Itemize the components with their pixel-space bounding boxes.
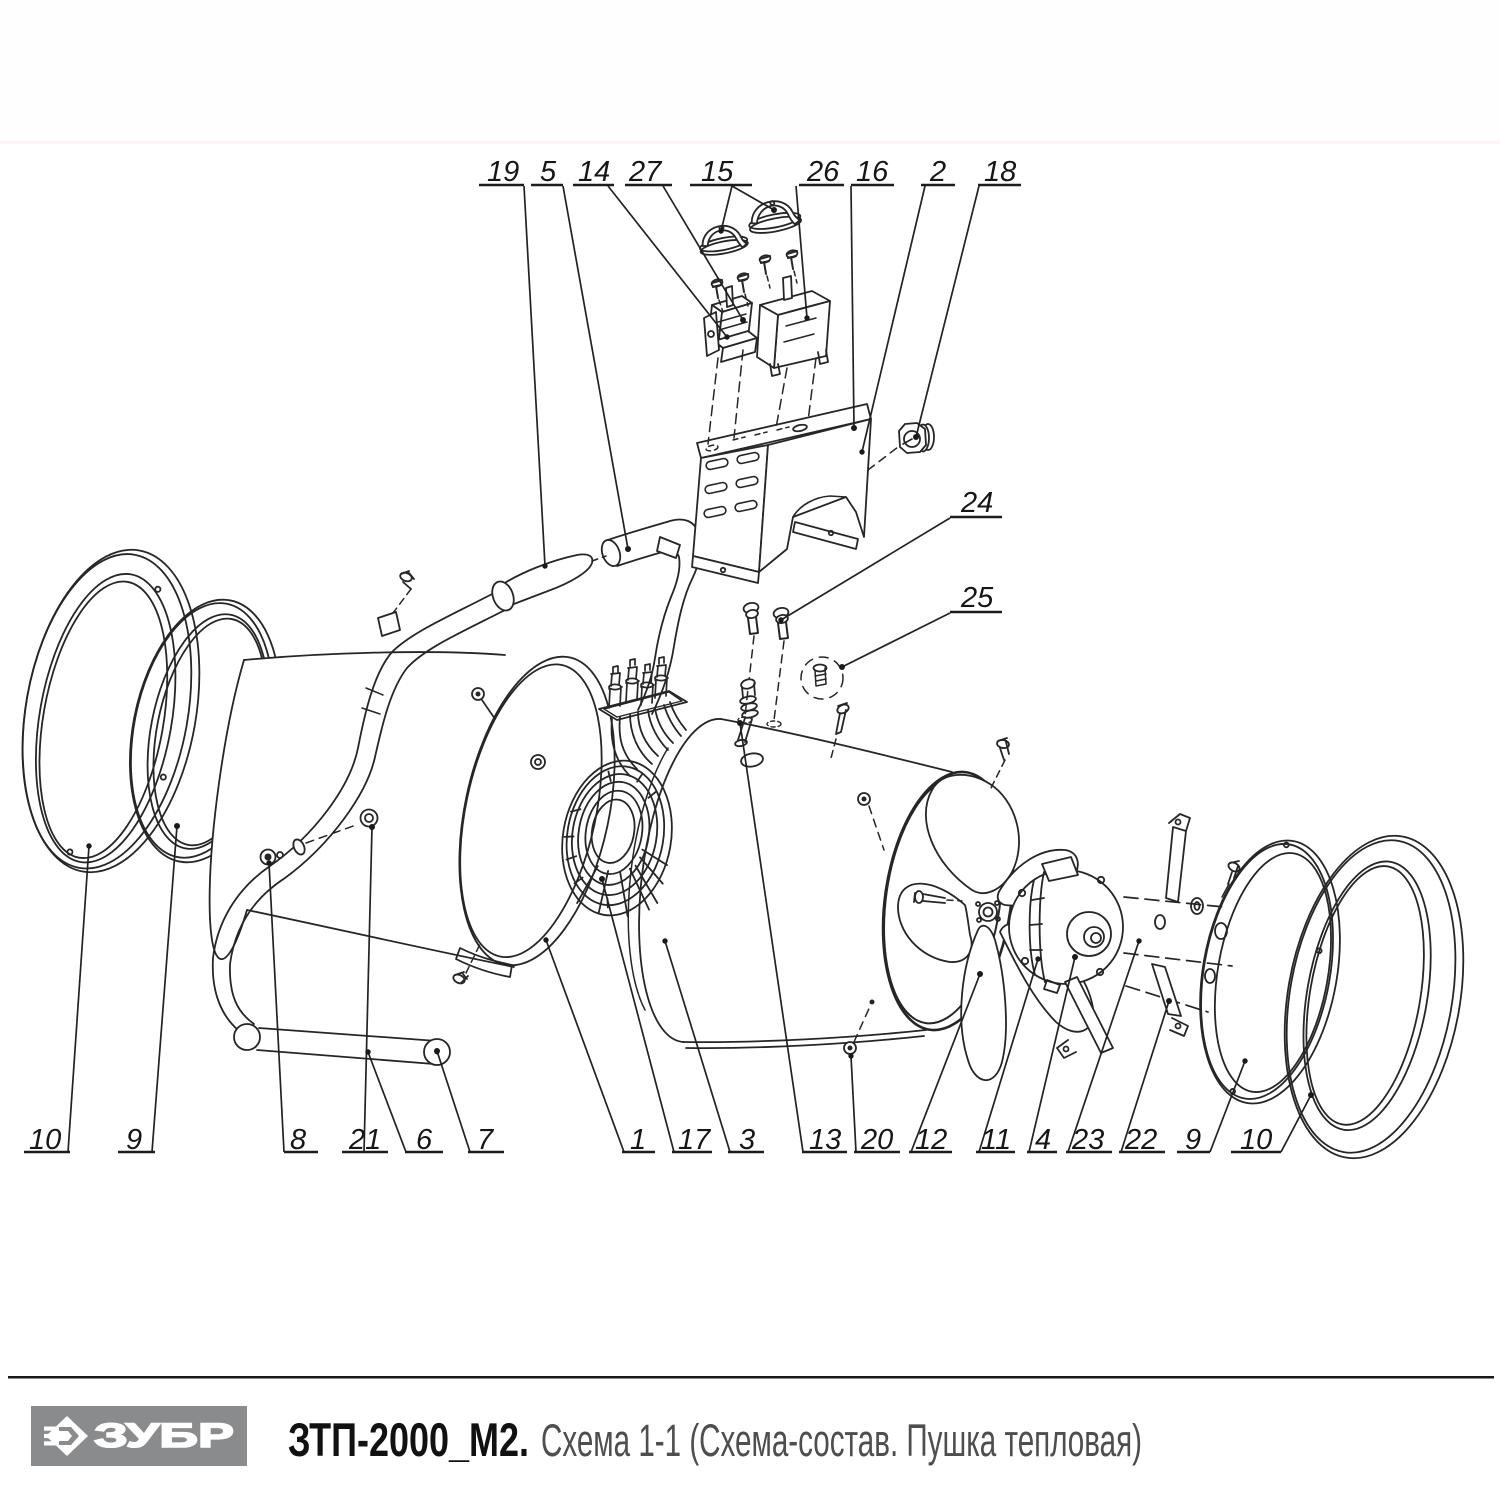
svg-text:19: 19 — [487, 156, 519, 188]
svg-text:25: 25 — [960, 582, 994, 614]
svg-text:14: 14 — [578, 156, 610, 188]
svg-text:23: 23 — [1071, 1124, 1104, 1156]
svg-text:7: 7 — [477, 1124, 495, 1156]
svg-text:26: 26 — [806, 156, 840, 188]
svg-text:6: 6 — [416, 1124, 433, 1156]
svg-text:15: 15 — [701, 156, 734, 188]
svg-text:13: 13 — [809, 1124, 841, 1156]
svg-text:1: 1 — [630, 1124, 646, 1156]
svg-text:21: 21 — [348, 1124, 381, 1156]
svg-text:3: 3 — [739, 1124, 755, 1156]
svg-text:10: 10 — [1240, 1124, 1272, 1156]
svg-text:ЗУБР: ЗУБР — [94, 1417, 234, 1455]
svg-text:9: 9 — [1185, 1124, 1201, 1156]
svg-text:22: 22 — [1124, 1124, 1157, 1156]
svg-text:5: 5 — [540, 156, 557, 188]
svg-text:9: 9 — [126, 1124, 142, 1156]
svg-text:11: 11 — [981, 1124, 1011, 1156]
svg-text:27: 27 — [628, 156, 663, 188]
svg-text:20: 20 — [860, 1124, 893, 1156]
svg-text:18: 18 — [984, 156, 1016, 188]
svg-text:12: 12 — [915, 1124, 947, 1156]
svg-text:ЗТП-2000_М2.: ЗТП-2000_М2. — [288, 1413, 529, 1466]
svg-text:10: 10 — [29, 1124, 61, 1156]
svg-text:4: 4 — [1035, 1124, 1051, 1156]
svg-text:Схема 1-1 (Схема-состав. Пушка: Схема 1-1 (Схема-состав. Пушка тепловая) — [541, 1415, 1142, 1466]
svg-text:8: 8 — [290, 1124, 306, 1156]
svg-text:2: 2 — [929, 156, 946, 188]
svg-text:16: 16 — [856, 156, 889, 188]
svg-text:24: 24 — [960, 487, 993, 519]
svg-text:17: 17 — [678, 1124, 712, 1156]
